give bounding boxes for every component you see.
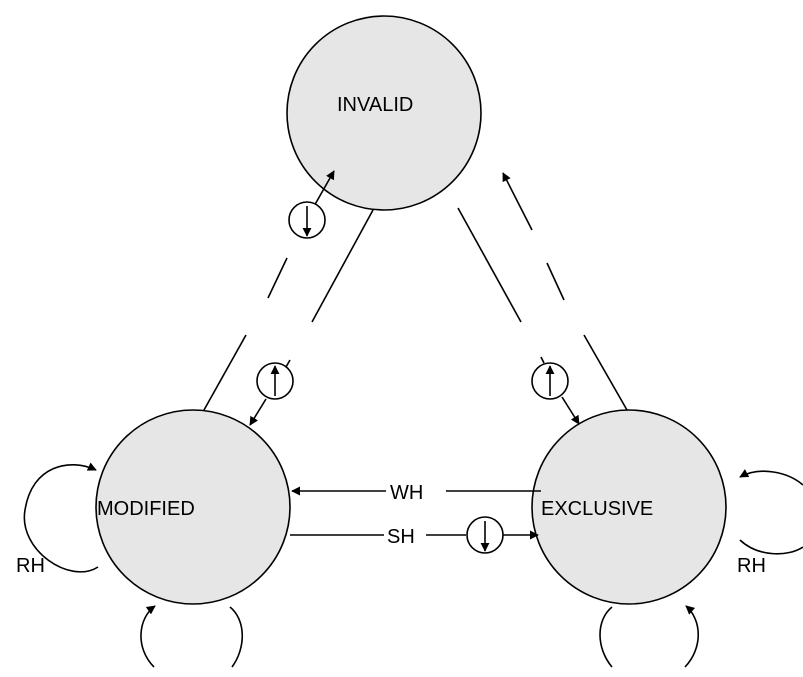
down-arrow-symbol-icon [288,201,326,239]
state-invalid: INVALID [286,15,482,211]
self-loop-modified-bottom [140,605,243,668]
state-exclusive: EXCLUSIVE [531,409,727,605]
self-loop-modified-label: RH [16,555,45,577]
down-arrow-symbol-icon [466,516,504,554]
edge-exclusive-to-modified: WH [291,482,541,504]
up-arrow-symbol-icon [256,362,294,400]
state-exclusive-label: EXCLUSIVE [541,498,653,520]
state-invalid-label: INVALID [337,94,413,116]
edge-invalid-to-exclusive [457,207,580,425]
edge-modified-to-invalid [203,170,335,411]
transition-sh-label: SH [387,526,415,548]
state-modified-label: MODIFIED [97,498,195,520]
self-loop-exclusive-bottom [599,605,699,668]
transition-wh-label: WH [390,482,423,504]
edge-invalid-to-modified [249,209,374,426]
self-loop-modified-left: RH [16,462,99,577]
state-modified: MODIFIED [95,409,291,605]
self-loop-exclusive-label: RH [737,555,766,577]
self-loop-exclusive-right: RH [737,469,803,577]
edge-modified-to-exclusive: SH [290,516,539,554]
up-arrow-symbol-icon [531,362,569,400]
edge-exclusive-to-invalid [502,172,628,411]
